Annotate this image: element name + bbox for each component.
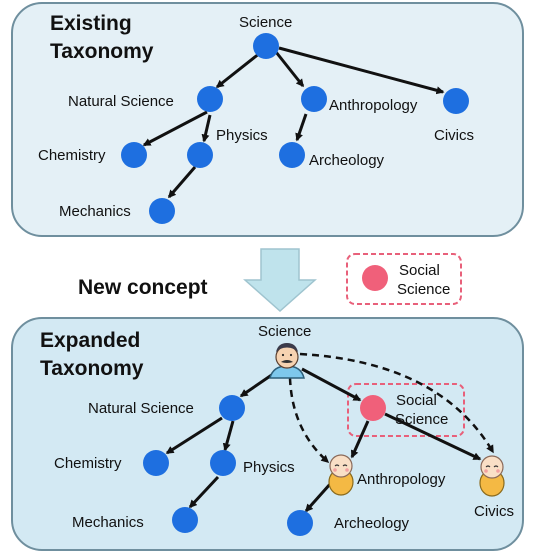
label-science: Science	[239, 14, 292, 31]
expanded-labels: Science Natural Science Social Science C…	[54, 323, 514, 532]
expanded-title-line1: Expanded	[40, 329, 140, 352]
label-natural-science: Natural Science	[68, 93, 174, 110]
new-concept-name-line1: Social	[399, 262, 440, 279]
new-concept-name-line2: Science	[397, 281, 450, 298]
existing-labels: Science Natural Science Anthropology Civ…	[38, 14, 474, 220]
node-civics	[443, 88, 469, 114]
node-natural-science	[197, 86, 223, 112]
existing-title-line1: Existing	[50, 12, 132, 35]
node-physics	[187, 142, 213, 168]
edge-anthropology-archeology	[295, 113, 308, 142]
label-mechanics: Mechanics	[72, 514, 144, 531]
existing-panel-background	[11, 2, 524, 237]
node-chemistry	[143, 450, 169, 476]
edge-natural-science-physics	[222, 420, 235, 452]
edge-social-science-civics	[384, 412, 482, 461]
label-chemistry: Chemistry	[38, 147, 106, 164]
node-mechanics	[172, 507, 198, 533]
social-science-highlight	[347, 383, 465, 437]
edge-science-social-science	[301, 367, 362, 402]
node-physics	[210, 450, 236, 476]
expanded-edges	[165, 367, 482, 513]
expanded-title-line2: Taxonomy	[40, 357, 144, 380]
label-archeology: Archeology	[309, 152, 385, 169]
dashed-edge-science-anthropology	[288, 377, 330, 463]
node-archeology	[279, 142, 305, 168]
label-physics: Physics	[216, 127, 268, 144]
label-civics: Civics	[474, 503, 514, 520]
label-anthropology: Anthropology	[329, 97, 418, 114]
dashed-edge-science-civics	[299, 352, 495, 454]
science-parent-avatar-icon	[269, 343, 305, 379]
new-concept-box: Social Science	[346, 253, 462, 305]
anthropology-child-icon	[328, 454, 354, 496]
node-anthropology	[301, 86, 327, 112]
node-archeology	[287, 510, 313, 536]
edge-science-civics	[278, 46, 445, 95]
node-science	[253, 33, 279, 59]
node-social-science	[360, 395, 386, 421]
label-science: Science	[258, 323, 311, 340]
existing-edges	[142, 46, 445, 199]
label-chemistry: Chemistry	[54, 455, 122, 472]
existing-title-line2: Taxonomy	[50, 40, 154, 63]
expanded-taxonomy-panel: Expanded Taxonomy	[11, 317, 524, 551]
label-anthropology: Anthropology	[357, 471, 446, 488]
label-civics: Civics	[434, 127, 474, 144]
down-arrow-icon	[243, 248, 317, 313]
node-natural-science	[219, 395, 245, 421]
existing-nodes	[121, 33, 469, 224]
edge-physics-mechanics	[188, 475, 220, 509]
new-concept-label: New concept	[78, 276, 208, 299]
transition-area: New concept Social Science	[78, 248, 462, 313]
label-social-science-line2: Science	[395, 411, 448, 428]
existing-taxonomy-panel: Existing Taxonomy Science Natural Scienc…	[11, 2, 524, 237]
edge-science-natural-science	[215, 51, 261, 89]
edge-science-anthropology	[274, 51, 305, 88]
label-natural-science: Natural Science	[88, 400, 194, 417]
edge-anthropology-archeology	[304, 482, 333, 513]
node-chemistry	[121, 142, 147, 168]
label-archeology: Archeology	[334, 515, 410, 532]
edge-social-science-anthropology	[350, 420, 370, 459]
node-mechanics	[149, 198, 175, 224]
label-physics: Physics	[243, 459, 295, 476]
new-concept-node	[362, 265, 388, 291]
expanded-nodes	[143, 395, 313, 536]
edge-natural-science-chemistry	[142, 110, 208, 147]
edge-natural-science-physics	[201, 114, 212, 143]
label-mechanics: Mechanics	[59, 203, 131, 220]
edge-natural-science-chemistry	[165, 416, 223, 455]
civics-child-icon	[479, 455, 505, 497]
edge-physics-mechanics	[167, 166, 197, 199]
label-social-science-line1: Social	[396, 392, 437, 409]
expanded-panel-background	[11, 317, 524, 551]
expanded-dashed-edges	[288, 352, 495, 463]
